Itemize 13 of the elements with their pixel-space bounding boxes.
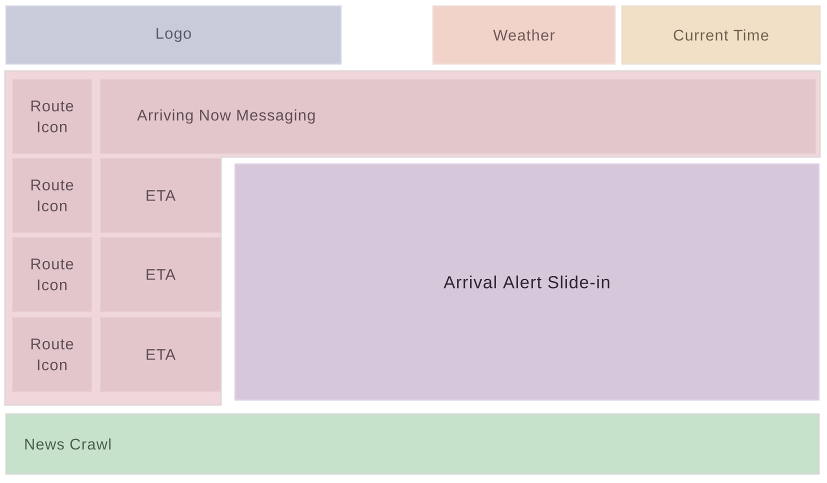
news-bar: News Crawl <box>5 413 820 475</box>
alert-panel: Arrival Alert Slide-in <box>234 163 820 401</box>
route-icon-cell: Route Icon <box>12 317 92 392</box>
route-icon-cell: Route Icon <box>12 237 92 312</box>
time-box: Current Time <box>621 5 821 65</box>
route-icon-cell: Route Icon <box>12 79 92 154</box>
weather-box: Weather <box>432 5 616 65</box>
eta-cell: ETA <box>100 317 221 392</box>
header-box: Logo <box>5 5 342 65</box>
route-icon-cell: Route Icon <box>12 158 92 233</box>
message-bar: Arriving Now Messaging <box>100 79 816 154</box>
eta-cell: ETA <box>100 158 221 233</box>
eta-cell: ETA <box>100 237 221 312</box>
